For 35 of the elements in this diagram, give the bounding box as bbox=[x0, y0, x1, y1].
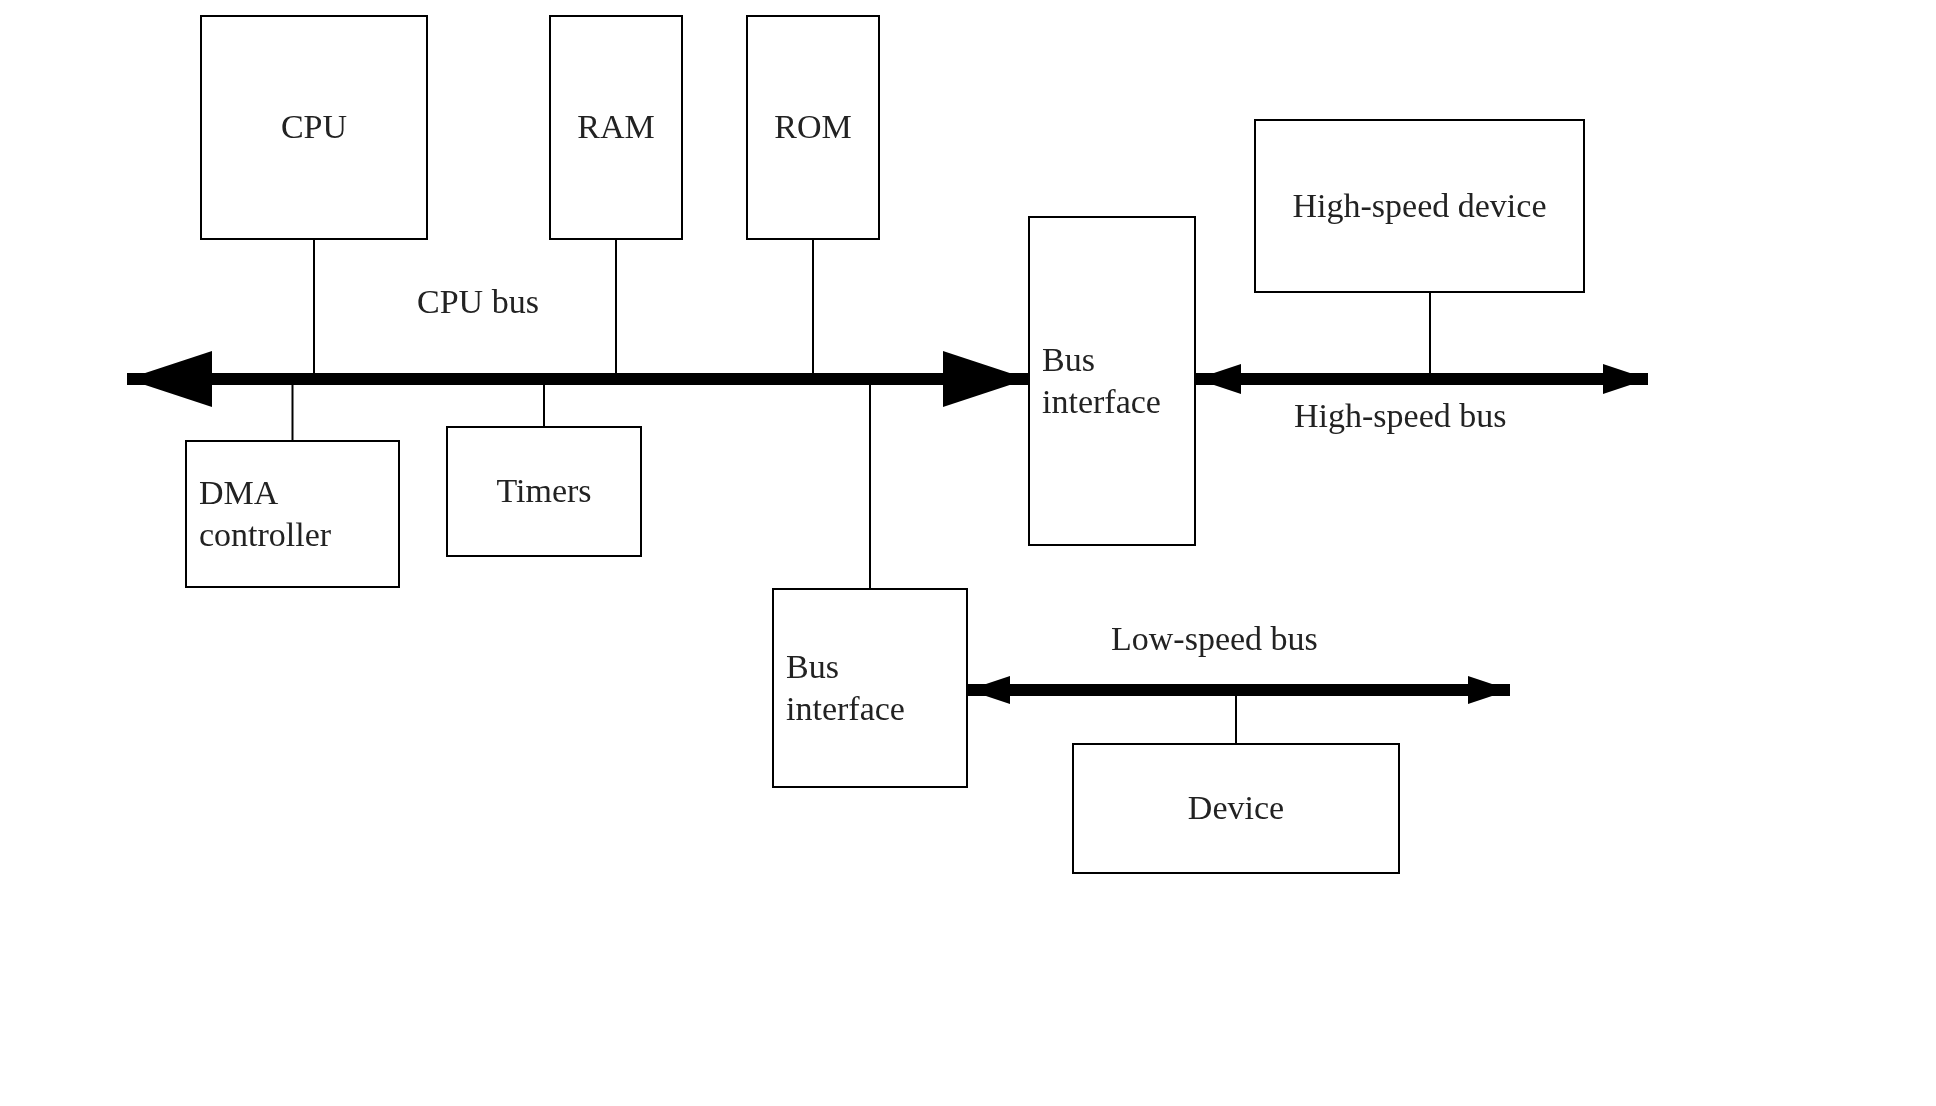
box-label: High-speed device bbox=[1292, 185, 1547, 226]
block-box bbox=[1072, 743, 1400, 874]
bus-arrow bbox=[940, 351, 1028, 407]
block-box bbox=[549, 15, 683, 240]
connector-line bbox=[615, 239, 617, 374]
bus-arrow bbox=[1580, 364, 1648, 394]
connector-line bbox=[543, 384, 545, 427]
box-label: CPU bbox=[280, 107, 348, 148]
block-box bbox=[772, 588, 968, 788]
connector-line bbox=[1429, 292, 1431, 374]
connector-line bbox=[812, 239, 814, 374]
block-box bbox=[746, 15, 880, 240]
connector-line bbox=[869, 384, 871, 589]
box-label: DMA controller bbox=[199, 472, 333, 555]
bus-arrow bbox=[1430, 676, 1510, 704]
connector-line bbox=[1235, 695, 1237, 744]
box-label: Bus interface bbox=[1042, 339, 1162, 422]
block-box bbox=[1254, 119, 1585, 293]
bus-arrow bbox=[968, 676, 1050, 704]
block-box bbox=[1028, 216, 1196, 546]
bus-label: CPU bus bbox=[417, 285, 539, 319]
box-label: Timers bbox=[496, 471, 592, 512]
connector-line bbox=[291, 384, 294, 441]
bus-arrow bbox=[1196, 364, 1280, 394]
box-label: ROM bbox=[774, 107, 852, 148]
bus-label: Low-speed bus bbox=[1111, 622, 1318, 656]
bus-label: High-speed bus bbox=[1294, 399, 1507, 433]
box-label: Bus interface bbox=[786, 646, 906, 729]
block-box bbox=[446, 426, 642, 557]
box-label: Device bbox=[1187, 788, 1285, 829]
block-box bbox=[200, 15, 428, 240]
bus-arrow bbox=[127, 351, 212, 407]
connector-line bbox=[313, 239, 315, 374]
box-label: RAM bbox=[577, 107, 655, 148]
block-box bbox=[185, 440, 400, 588]
